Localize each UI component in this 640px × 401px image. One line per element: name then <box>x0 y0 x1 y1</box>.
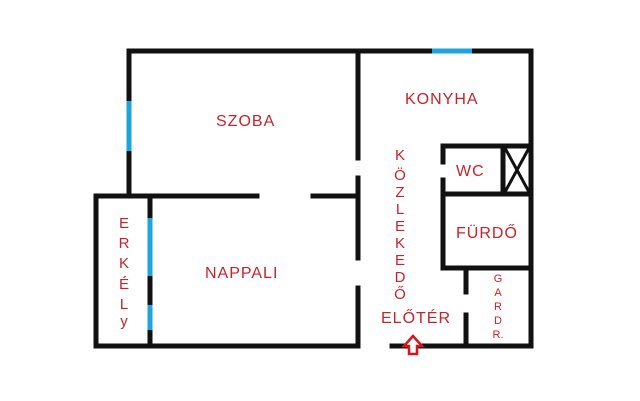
label-kozlekedo: K Ö Z L E K E D Ő <box>394 147 406 303</box>
label-kozlekedo-char: D <box>395 269 406 286</box>
label-gardr: G A R D R. <box>493 273 504 341</box>
label-erkely-char: E <box>119 215 129 232</box>
label-kozlekedo-char: Z <box>395 184 404 201</box>
entrance-arrow-icon <box>401 334 425 356</box>
walls <box>93 48 534 349</box>
label-erkely-char: K <box>119 255 129 272</box>
label-erkely-char: y <box>120 313 128 330</box>
windows <box>126 48 472 330</box>
room-label-konyha: KONYHA <box>405 91 479 108</box>
label-erkely-char: É <box>119 276 129 293</box>
label-kozlekedo-char: K <box>395 147 405 164</box>
shaft-cross <box>503 147 531 193</box>
room-label-szoba: SZOBA <box>216 113 275 130</box>
label-kozlekedo-char: L <box>396 201 404 218</box>
label-gardr-char: R <box>494 301 502 313</box>
label-gardr-char: A <box>494 287 502 299</box>
label-erkely: E R K É L y <box>119 215 130 330</box>
label-kozlekedo-char: K <box>395 235 405 252</box>
room-label-furdo: FÜRDŐ <box>456 223 518 242</box>
room-label-wc: WC <box>456 163 485 180</box>
room-label-eloter: ELŐTÉR <box>381 308 451 327</box>
label-gardr-char: R. <box>493 329 504 341</box>
label-gardr-char: G <box>494 273 503 285</box>
label-kozlekedo-char: E <box>395 218 405 235</box>
label-gardr-char: D <box>494 315 502 327</box>
label-kozlekedo-char: Ő <box>394 286 406 303</box>
label-erkely-char: R <box>119 235 130 252</box>
label-erkely-char: L <box>120 296 128 313</box>
label-kozlekedo-char: Ö <box>394 166 406 184</box>
label-kozlekedo-char: E <box>395 252 405 269</box>
room-label-nappali: NAPPALI <box>205 265 278 282</box>
